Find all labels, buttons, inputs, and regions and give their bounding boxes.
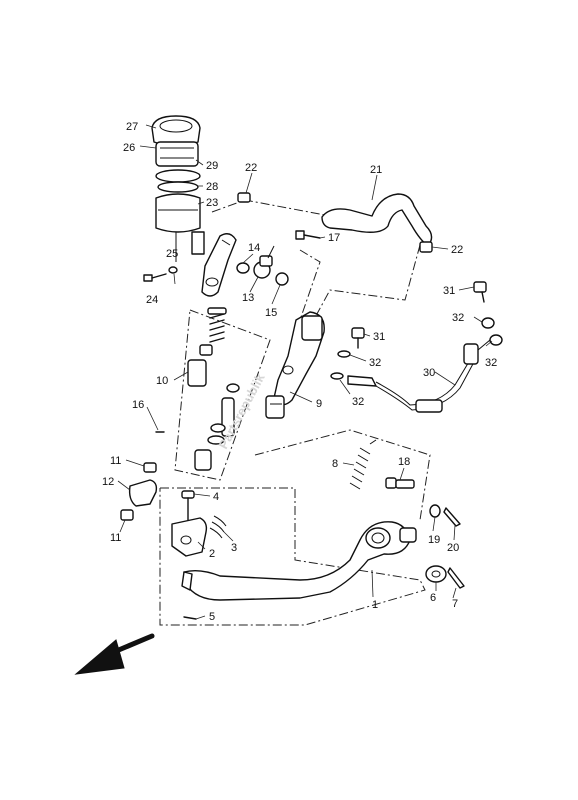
callout-9: 9 — [316, 398, 322, 410]
callout-10: 10 — [156, 375, 168, 387]
callout-5: 5 — [209, 611, 215, 623]
callout-31-right: 31 — [443, 285, 455, 297]
o-ring-14 — [236, 262, 250, 274]
washer-6 — [425, 565, 447, 583]
master-cylinder-9 — [265, 311, 325, 419]
cotter-pin-7 — [447, 567, 465, 589]
callout-15: 15 — [265, 307, 277, 319]
brake-pedal-1 — [181, 521, 417, 601]
bracket-12 — [128, 479, 158, 507]
hose-clip-22-left — [237, 192, 251, 203]
washer-15 — [275, 272, 289, 286]
callout-labels: 1 2 3 4 5 6 7 8 9 10 11 11 12 13 14 15 1… — [102, 121, 497, 623]
callout-23: 23 — [206, 197, 218, 209]
callout-22-left: 22 — [245, 162, 257, 174]
callout-17: 17 — [328, 232, 340, 244]
diaphragm — [155, 169, 201, 183]
pedal-link-route — [254, 429, 431, 521]
union-bolt-31 — [351, 327, 365, 349]
washer-32-d — [489, 334, 503, 346]
hose-to-master-route — [299, 249, 321, 321]
reservoir-bracket — [191, 231, 205, 255]
return-spring-8 — [349, 447, 371, 490]
clevis — [265, 395, 285, 419]
master-cylinder-body-left — [201, 233, 237, 297]
callout-2: 2 — [209, 548, 215, 560]
washer-32-a — [337, 350, 351, 358]
direction-arrow — [74, 633, 155, 675]
callout-32-right-upper: 32 — [452, 312, 464, 324]
callout-11-lower: 11 — [110, 532, 121, 544]
pivot-bolt-18 — [385, 477, 415, 489]
callout-19: 19 — [428, 534, 440, 546]
bolt-4 — [181, 490, 195, 521]
brake-hose-30 — [347, 339, 491, 413]
callout-26: 26 — [123, 142, 135, 154]
callout-1: 1 — [372, 599, 378, 611]
piston — [187, 359, 207, 387]
plate — [157, 181, 199, 193]
reservoir-body — [155, 193, 201, 233]
nut-11-lower — [120, 509, 134, 521]
callout-27: 27 — [126, 121, 138, 133]
hose-clip-22-right — [419, 241, 433, 253]
nut-11-upper — [143, 462, 157, 473]
callout-21: 21 — [370, 164, 382, 176]
boot — [194, 449, 212, 471]
spring — [209, 313, 225, 343]
master-cylinder-kit-outline — [174, 309, 271, 481]
bolt-17 — [295, 230, 321, 240]
callout-32-right-lower: 32 — [485, 357, 497, 369]
callout-16: 16 — [132, 399, 144, 411]
callout-24: 24 — [146, 294, 158, 306]
callout-30: 30 — [423, 367, 435, 379]
union-bolt-31-right — [473, 281, 487, 303]
washer-32-b — [330, 372, 344, 380]
callout-13: 13 — [242, 292, 254, 304]
cap-ring — [155, 141, 199, 167]
callout-6: 6 — [430, 592, 436, 604]
reservoir-assembly — [151, 115, 205, 262]
callout-28: 28 — [206, 181, 218, 193]
reservoir-hose-route — [211, 199, 326, 216]
hose-joint-13 — [253, 245, 275, 279]
callout-18: 18 — [398, 456, 410, 468]
callout-20: 20 — [447, 542, 459, 554]
washer-32-c — [481, 317, 495, 329]
callout-8: 8 — [332, 458, 338, 470]
master-cylinder-kit-10 — [187, 307, 240, 471]
group-outlines — [159, 199, 431, 626]
callout-22-right: 22 — [451, 244, 463, 256]
callout-31-center: 31 — [373, 331, 385, 343]
callout-3: 3 — [231, 542, 237, 554]
brake-pedal-group-outline — [159, 487, 426, 626]
callout-14: 14 — [248, 242, 260, 254]
pin-5 — [183, 616, 197, 620]
cup — [199, 344, 213, 356]
washer-25 — [168, 266, 178, 274]
callout-7: 7 — [452, 598, 458, 610]
callout-25: 25 — [166, 248, 178, 260]
callout-32-center-upper: 32 — [369, 357, 381, 369]
callout-29: 29 — [206, 160, 218, 172]
callout-32-center-lower: 32 — [352, 396, 364, 408]
spring-3 — [209, 515, 227, 539]
washer-19 — [429, 504, 441, 518]
callout-11-upper: 11 — [110, 455, 121, 467]
bolt-24 — [143, 266, 178, 282]
callout-12: 12 — [102, 476, 114, 488]
leader-lines — [117, 124, 493, 620]
cotter-pin-20 — [443, 507, 461, 527]
callout-4: 4 — [213, 491, 219, 503]
